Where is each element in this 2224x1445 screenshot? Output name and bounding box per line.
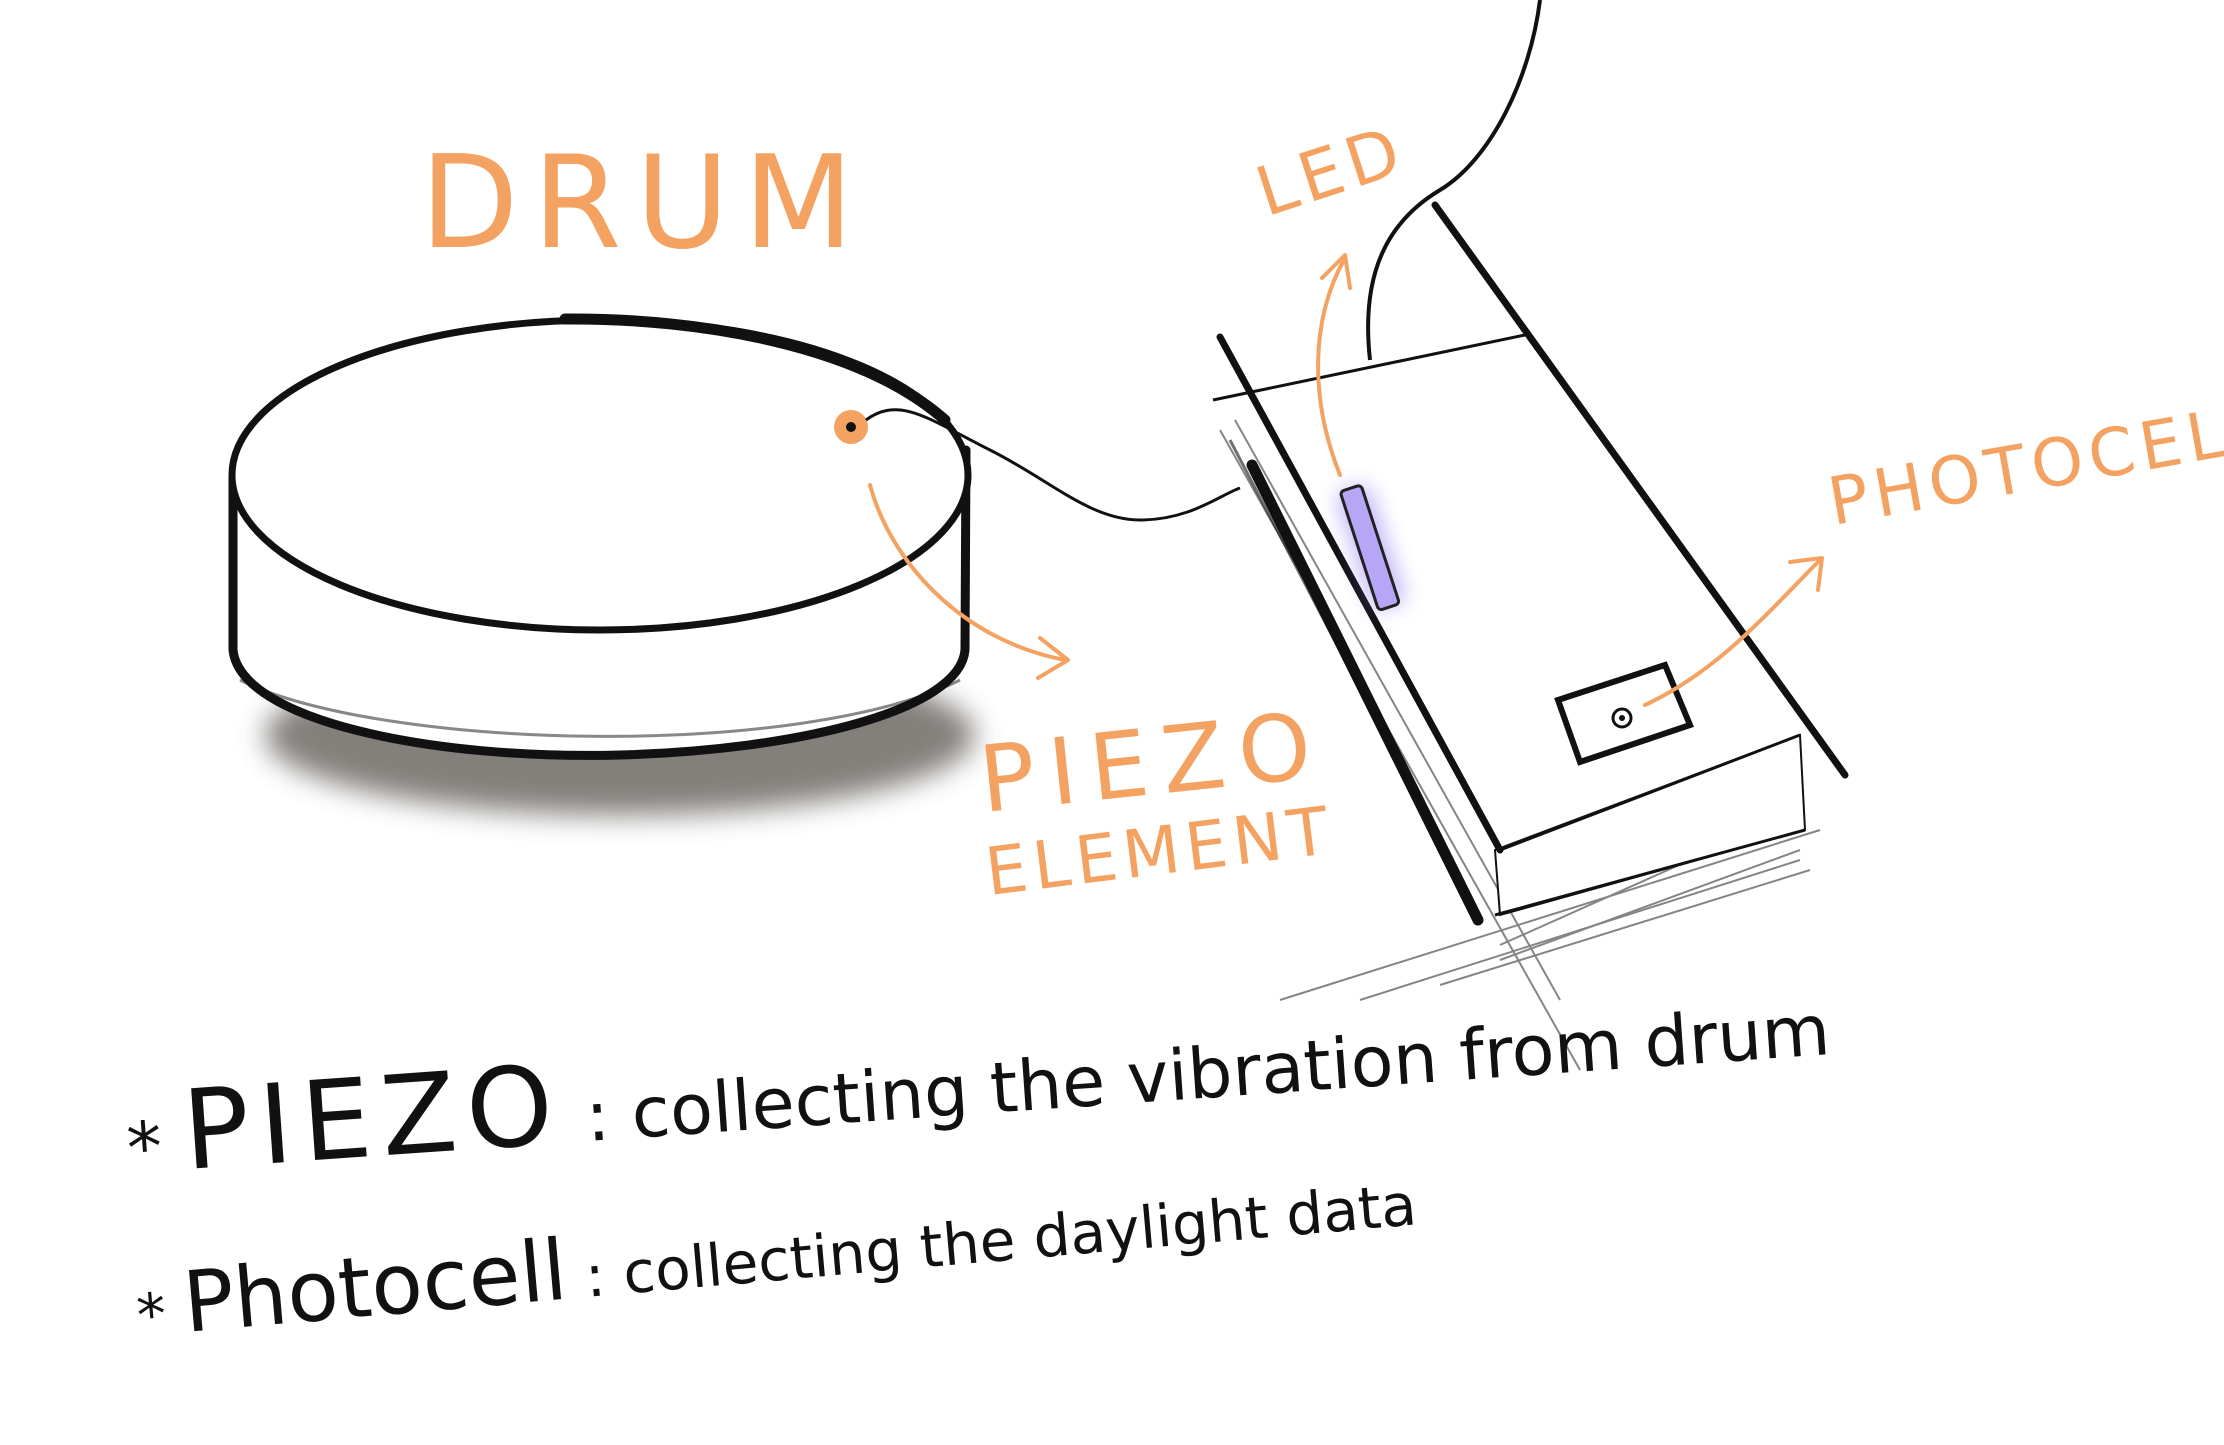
photocell-sensor-dot (1619, 715, 1625, 721)
note-bullet: * (134, 1280, 169, 1350)
note-term: PIEZO (179, 1041, 567, 1195)
note-bullet: * (124, 1106, 165, 1190)
piezo-element (834, 410, 868, 444)
note-separator: : (582, 1241, 607, 1310)
piezo-center (846, 422, 856, 432)
sensor-box (1213, 205, 1845, 1070)
drum-label: DRUM (420, 140, 868, 268)
note-separator: : (583, 1074, 612, 1157)
drum (232, 319, 975, 815)
